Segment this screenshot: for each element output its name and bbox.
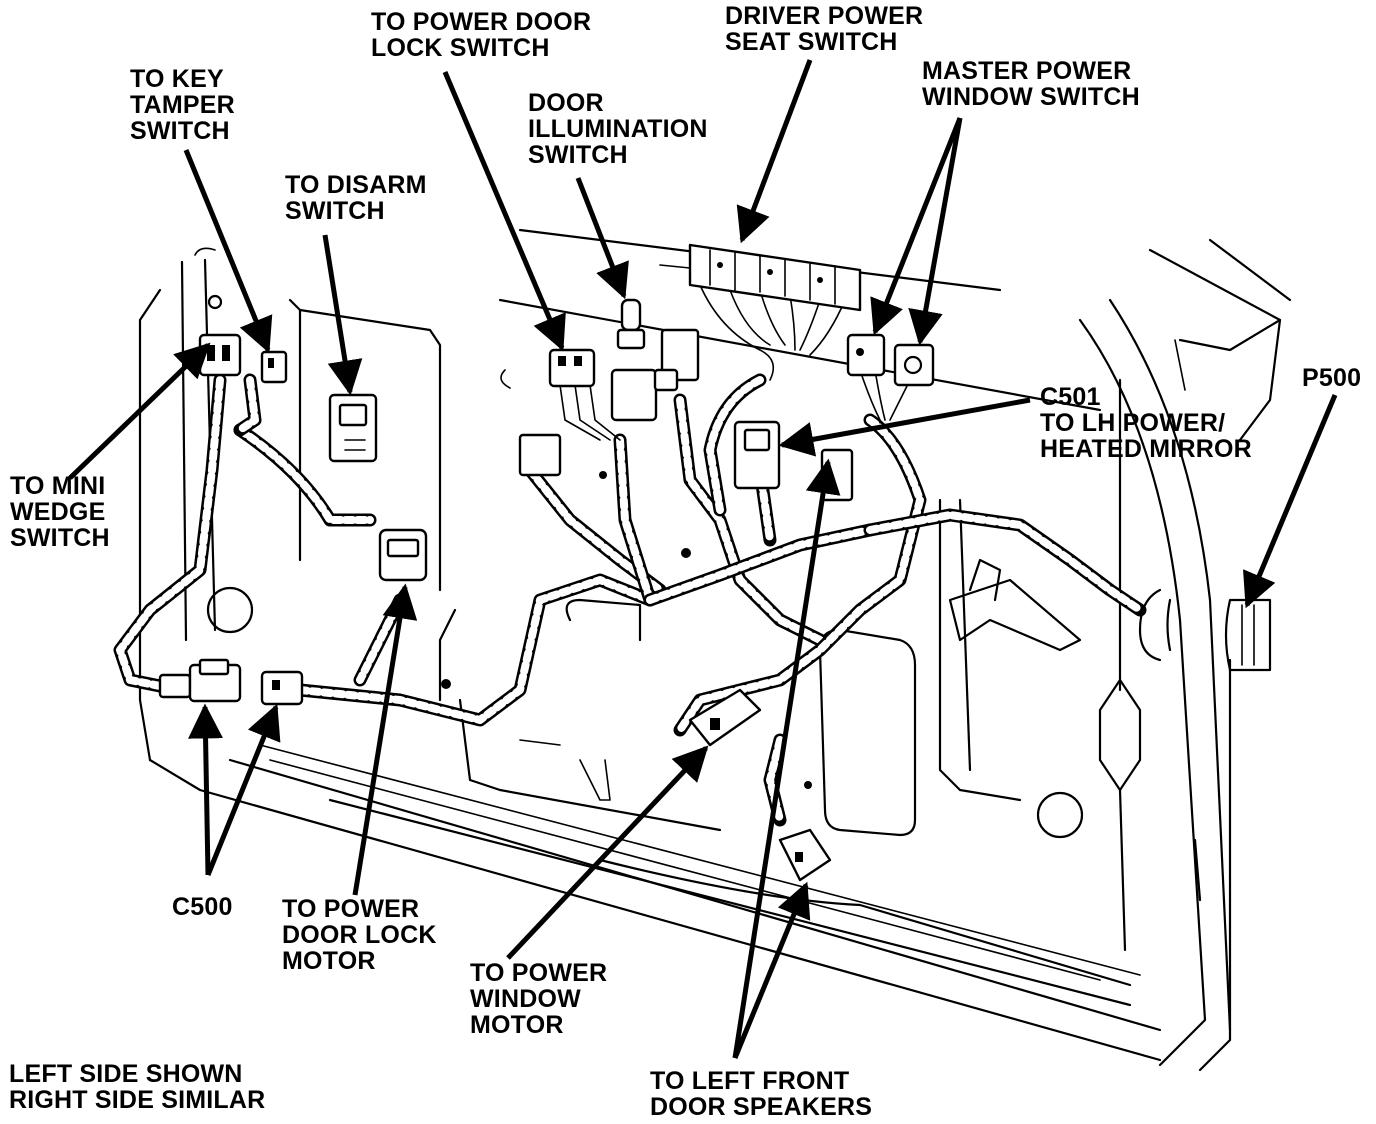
label-c501-mirror: C501 TO LH POWER/ HEATED MIRROR (1040, 383, 1252, 463)
arrow-power-window-motor (506, 745, 709, 960)
label-power-door-lock-motor: TO POWER DOOR LOCK MOTOR (282, 895, 437, 975)
arrow-power-door-lock-switch (442, 71, 566, 352)
label-key-tamper-switch: TO KEY TAMPER SWITCH (130, 65, 235, 145)
label-side-note: LEFT SIDE SHOWN RIGHT SIDE SIMILAR (9, 1060, 266, 1114)
arrow-c500-1 (188, 703, 224, 876)
label-master-power-window-switch: MASTER POWER WINDOW SWITCH (922, 57, 1140, 111)
arrow-power-door-lock-motor (352, 583, 418, 896)
label-left-front-door-speakers: TO LEFT FRONT DOOR SPEAKERS (650, 1067, 873, 1121)
label-power-window-motor: TO POWER WINDOW MOTOR (470, 959, 608, 1039)
wire-harness (113, 284, 1147, 827)
label-c500: C500 (172, 893, 233, 921)
label-driver-power-seat-switch: DRIVER POWER SEAT SWITCH (725, 2, 924, 56)
arrow-key-tamper (183, 149, 273, 354)
arrow-master-window-2 (908, 117, 963, 346)
label-disarm-switch: TO DISARM SWITCH (285, 171, 427, 225)
arrow-driver-power-seat (736, 59, 813, 244)
arrow-p500 (1243, 394, 1338, 609)
label-door-illumination-switch: DOOR ILLUMINATION SWITCH (528, 89, 708, 169)
arrow-c501 (778, 397, 1031, 457)
arrow-master-window-1 (870, 117, 963, 336)
label-power-door-lock-switch: TO POWER DOOR LOCK SWITCH (371, 8, 592, 62)
arrow-speakers-1 (732, 458, 841, 1059)
arrow-mini-wedge (68, 342, 211, 480)
label-mini-wedge-switch: TO MINI WEDGE SWITCH (10, 472, 110, 552)
arrow-door-illumination (575, 177, 629, 300)
arrow-disarm (322, 234, 363, 396)
label-p500: P500 (1302, 364, 1362, 392)
arrow-c500-2 (205, 703, 281, 876)
door-panel-outline (138, 228, 1292, 1072)
leader-arrows (68, 59, 1338, 1059)
connectors (158, 243, 935, 882)
arrow-speakers-2 (732, 881, 811, 1059)
